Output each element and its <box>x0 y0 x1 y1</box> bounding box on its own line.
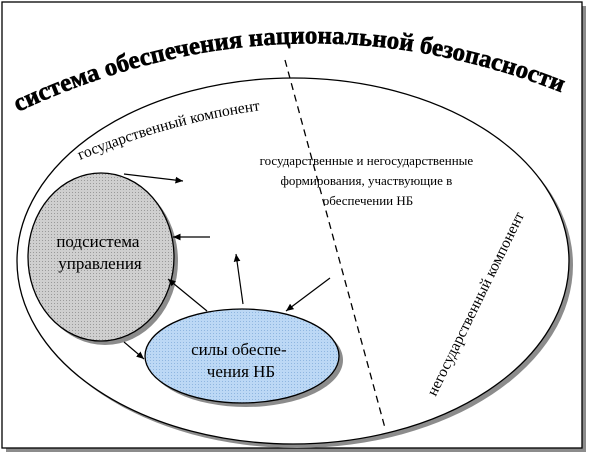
arrow-subsystem-to-forces <box>123 341 145 360</box>
subsystem-line-1: подсистема <box>56 232 140 251</box>
arrow-subsystem-to-formations <box>123 173 184 184</box>
formations-text: государственные и негосударственные форм… <box>260 153 477 208</box>
arrow-non-state-to-forces <box>285 277 331 312</box>
management-subsystem <box>27 172 175 342</box>
formations-line-3: обеспечении НБ <box>323 193 414 208</box>
subsystem-line-2: управления <box>58 254 142 273</box>
formations-line-1: государственные и негосударственные <box>260 153 474 168</box>
arrow-forces-to-formations <box>233 253 244 305</box>
nb-forces <box>144 308 340 404</box>
formations-line-2: формирования, участвующие в <box>280 173 452 188</box>
arrow-forces-to-subsystem <box>167 278 208 312</box>
component-divider <box>284 59 386 429</box>
nb-forces-label: силы обеспе- чения НБ <box>191 340 291 381</box>
management-subsystem-label: подсистема управления <box>56 232 143 273</box>
forces-line-2: чения НБ <box>207 362 275 381</box>
forces-line-1: силы обеспе- <box>191 340 287 359</box>
